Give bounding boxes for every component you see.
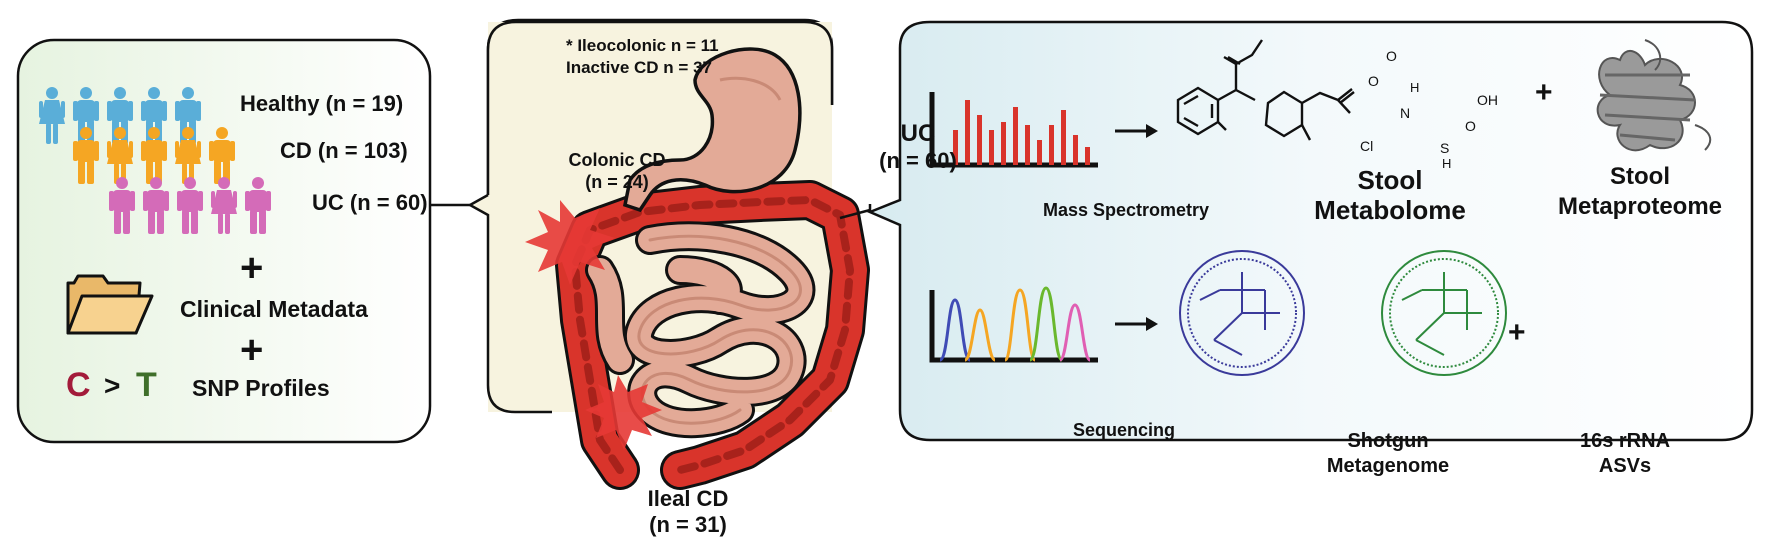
16s-rrna-line1: 16s rRNA	[1579, 430, 1671, 452]
colonic-cd-label: Colonic CD	[568, 150, 666, 170]
uc-gut-count: (n = 60)	[879, 148, 957, 173]
atom-s: S	[1440, 140, 1450, 156]
stool-metaproteome-line2: Metaproteome	[1557, 193, 1723, 220]
plus-sign-bottom: +	[1508, 316, 1526, 349]
colon-illustration	[555, 180, 870, 490]
atom-n: N	[1400, 105, 1411, 121]
uc-gut-label: UC	[900, 120, 936, 147]
phylo-tree-16s-icon	[1381, 250, 1507, 376]
atom-o2: O	[1368, 73, 1379, 89]
atom-h: H	[1410, 80, 1420, 95]
phylo-tree-shotgun-icon	[1179, 250, 1305, 376]
uc-label: UC (n = 60)	[312, 190, 428, 215]
small-intestine-illustration	[585, 221, 816, 439]
atom-cl: Cl	[1360, 138, 1374, 154]
ileal-cd-label: Ileal CD	[647, 486, 729, 511]
snp-c-letter: C	[66, 366, 91, 404]
plus-sign-2: +	[240, 328, 264, 372]
atom-h2: H	[1442, 156, 1452, 171]
16s-rrna-line2: ASVs	[1598, 455, 1652, 477]
connector-right	[839, 204, 872, 220]
molecule-structure-icon	[1176, 39, 1355, 141]
sequencing-chromatogram	[929, 286, 1098, 363]
inflammation-burst-colonic	[525, 200, 615, 285]
inflammation-burst-ileal	[585, 375, 662, 450]
stool-metabolome-line1: Stool	[1357, 165, 1423, 195]
atom-oh: OH	[1477, 92, 1498, 108]
ileocolonic-note: * Ileocolonic n = 11	[566, 36, 719, 55]
arrow-right-icon-top	[1115, 124, 1158, 138]
inactive-cd-note: Inactive CD n = 37	[566, 58, 712, 77]
ileal-cd-count: (n = 31)	[649, 512, 727, 537]
healthy-label: Healthy (n = 19)	[240, 91, 404, 116]
shotgun-metagenome-line1: Shotgun	[1347, 430, 1429, 452]
atom-o1: O	[1386, 48, 1397, 64]
snp-greater-than: >	[104, 370, 121, 401]
omics-panel	[866, 20, 1754, 442]
folder-icon	[66, 274, 154, 335]
clinical-metadata-label: Clinical Metadata	[180, 296, 368, 322]
snp-profiles-label: SNP Profiles	[192, 375, 330, 401]
stool-metaproteome-line1: Stool	[1610, 163, 1670, 190]
cd-label: CD (n = 103)	[280, 138, 408, 163]
colonic-cd-count: (n = 24)	[585, 172, 649, 192]
snp-t-letter: T	[136, 366, 157, 404]
stomach-illustration	[622, 47, 802, 213]
plus-sign-1: +	[240, 246, 264, 290]
protein-structure-icon	[1596, 39, 1712, 152]
mass-spectrometry-label: Mass Spectrometry	[1043, 200, 1210, 220]
mass-spec-chart	[929, 92, 1098, 168]
arrow-right-icon-bottom	[1115, 317, 1158, 331]
shotgun-metagenome-line2: Metagenome	[1326, 455, 1450, 477]
sequencing-label: Sequencing	[1073, 420, 1176, 440]
stool-metabolome-line2: Metabolome	[1314, 195, 1466, 225]
atom-o3: O	[1465, 118, 1476, 134]
plus-sign-top: +	[1535, 76, 1553, 109]
